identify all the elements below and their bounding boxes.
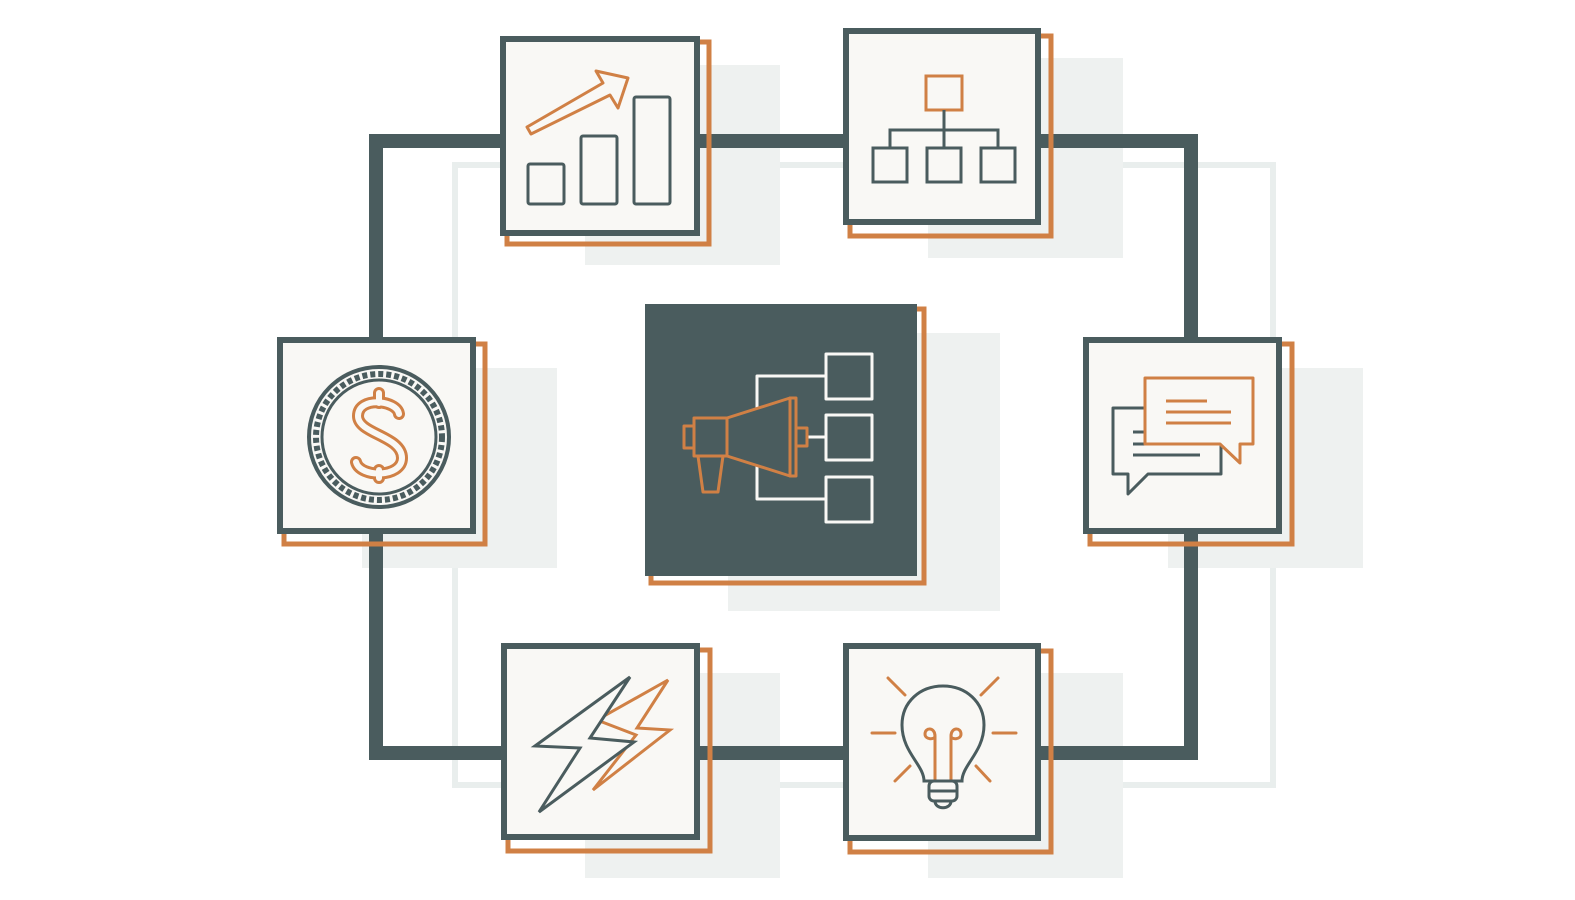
org-connectors <box>888 110 1000 148</box>
coin-inner-ring <box>320 378 438 496</box>
growth-bar-chart-icon <box>525 69 672 206</box>
coin-ridges <box>313 371 445 503</box>
bulb-base <box>927 779 959 803</box>
tile-frame <box>843 643 1041 841</box>
lightbulb-icon <box>870 676 1018 810</box>
light-rays <box>870 676 1018 783</box>
node-bottom-right <box>843 643 1054 855</box>
front-chat-bubble <box>1143 376 1255 465</box>
node-bottom-left <box>501 643 713 854</box>
org-child-box <box>871 146 909 184</box>
bulb-glass <box>900 684 986 783</box>
node-top-right <box>843 28 1054 239</box>
lightning-bolt-icon <box>530 675 675 814</box>
node-middle-left <box>277 337 488 547</box>
center-tile <box>645 304 917 576</box>
hierarchy-box <box>824 475 874 524</box>
bar-short <box>526 162 566 206</box>
org-child-box <box>979 146 1017 184</box>
bulb-tip <box>933 799 953 810</box>
tile-frame <box>843 28 1041 225</box>
hierarchy-connectors <box>755 374 826 501</box>
chat-bubbles-icon <box>1111 376 1255 496</box>
hierarchy-box <box>824 413 874 462</box>
dollar-coin-icon <box>307 365 451 509</box>
bar-medium <box>579 134 619 206</box>
bolt-main <box>530 675 639 814</box>
bar-tall <box>632 95 672 206</box>
hierarchy-box <box>824 352 874 401</box>
bulb-filament <box>923 727 963 783</box>
megaphone-hierarchy-icon <box>682 352 874 524</box>
center-node <box>645 304 927 586</box>
org-chart-icon <box>871 74 1017 184</box>
megaphone-icon <box>682 396 809 494</box>
node-middle-right <box>1083 337 1295 547</box>
growth-arrow <box>525 69 630 136</box>
coin-outer-ring <box>307 365 451 509</box>
node-top-left <box>500 36 712 247</box>
megaphone-tip <box>794 426 809 448</box>
megaphone-handle <box>696 455 725 494</box>
org-child-box <box>925 146 963 184</box>
dollar-sign-inner <box>353 390 406 481</box>
